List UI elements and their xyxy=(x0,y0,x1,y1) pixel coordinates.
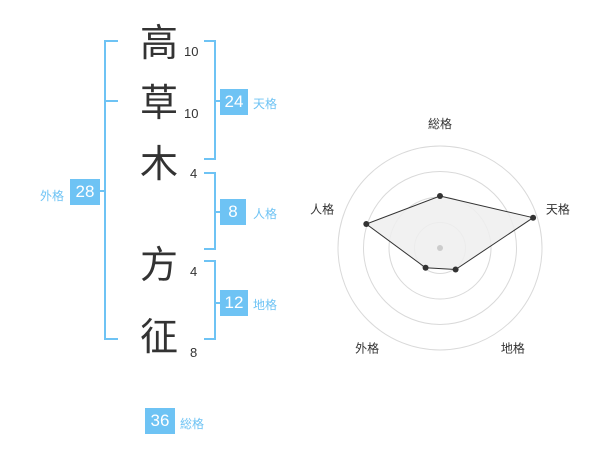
radar-point-4 xyxy=(422,264,429,271)
radar-polygon xyxy=(365,195,535,271)
radar-axis-label-2: 天格 xyxy=(546,202,570,217)
radar-axis-label-4: 外格 xyxy=(355,340,379,355)
stroke-count-3: 4 xyxy=(190,166,198,181)
gaikaku-badge: 28 xyxy=(70,179,100,205)
radar-point-1 xyxy=(437,193,443,199)
jinkaku-badge: 8 xyxy=(220,199,246,225)
stroke-count-5: 8 xyxy=(190,345,198,360)
stroke-count-1: 10 xyxy=(184,44,199,59)
name-character-5: 征 xyxy=(140,315,179,359)
name-character-3: 木 xyxy=(140,142,179,186)
tenkaku-label: 天格 xyxy=(253,97,278,111)
tenkaku-badge: 24 xyxy=(220,89,248,115)
radar-point-5 xyxy=(363,221,370,227)
stroke-count-4: 4 xyxy=(190,264,198,279)
name-character-4: 方 xyxy=(140,243,179,287)
radar-axis-label-5: 人格 xyxy=(310,202,334,217)
stroke-count-2: 10 xyxy=(184,106,199,121)
radar-axis-label-3: 地格 xyxy=(501,340,525,355)
soukaku-badge: 36 xyxy=(145,408,175,434)
name-character-1: 高 xyxy=(140,21,179,65)
radar-point-2 xyxy=(530,214,537,221)
soukaku-label: 総格 xyxy=(180,417,205,431)
chikaku-label: 地格 xyxy=(253,298,278,312)
radar-center-dot xyxy=(437,245,443,251)
name-character-2: 草 xyxy=(140,81,179,125)
radar-points xyxy=(363,193,537,273)
radar-point-3 xyxy=(452,266,459,273)
chikaku-badge: 12 xyxy=(220,290,248,316)
radar-ring-3 xyxy=(363,171,517,325)
gaikaku-label: 外格 xyxy=(40,189,65,203)
radar-ring-4 xyxy=(337,145,543,351)
radar-axis-label-1: 総格 xyxy=(428,116,452,131)
jinkaku-label: 人格 xyxy=(253,207,278,221)
